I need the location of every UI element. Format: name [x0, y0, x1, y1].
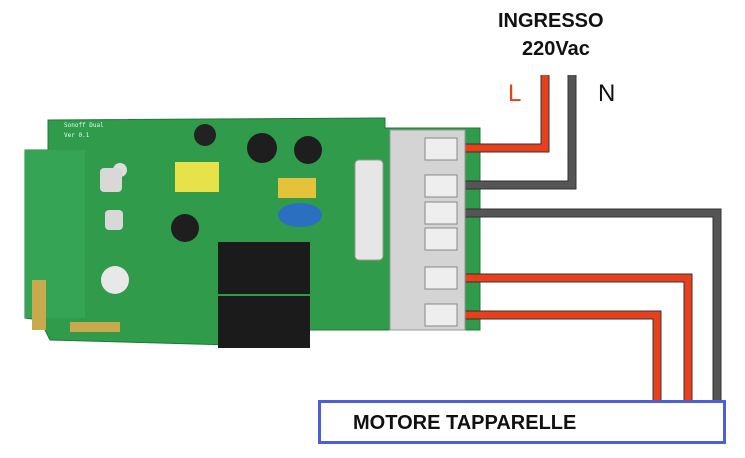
motor-box: MOTORE TAPPARELLE	[318, 400, 726, 444]
input-title: INGRESSO	[498, 10, 604, 32]
input-voltage: 220Vac	[522, 38, 590, 60]
neutral-label: N	[598, 80, 616, 107]
terminal-block	[389, 129, 466, 331]
pcb-board: Sonoff Dual Ver 0.1	[24, 117, 481, 348]
silkscreen-name: Sonoff Dual	[64, 122, 104, 129]
motor-label: MOTORE TAPPARELLE	[353, 412, 577, 434]
button	[100, 168, 122, 192]
silkscreen-version: Ver 0.1	[64, 132, 90, 139]
wires	[465, 75, 722, 402]
line-label: L	[508, 80, 522, 107]
fuse	[354, 159, 384, 261]
